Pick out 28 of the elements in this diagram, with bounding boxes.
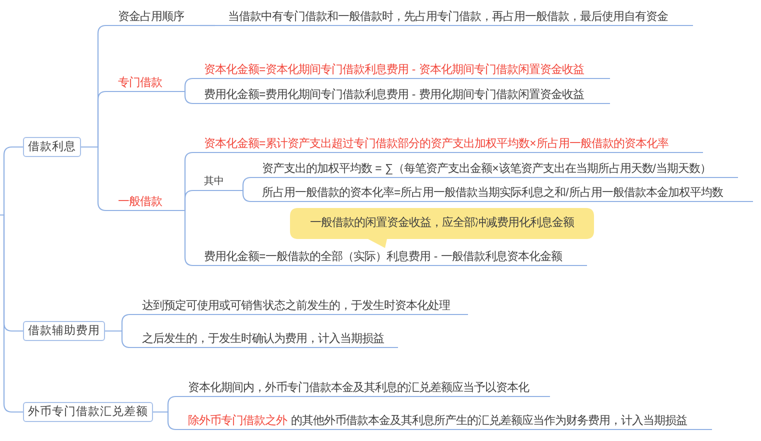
underlined-topic: 一般借款 [106,194,175,211]
highlighted-phrase: 除外币专门借款之外 [188,415,287,427]
underlined-topic: 费用化金额=费用化期间专门借款利息费用 - 费用化期间专门借款闲置资金收益 [195,87,610,104]
underlined-topic: 达到预定可使用或可销售状态之前发生的，于发生时资本化处理 [132,298,468,315]
topic-box: 借款辅助费用 [23,321,105,341]
branch-line [200,24,215,26]
branch-line [175,90,195,104]
underlined-topic: 专门借款 [106,75,175,92]
underlined-topic: 资本化期间内，外币专门借款本金及其利息的汇兑差额应当予以资本化 [178,380,550,397]
branch-line [81,146,107,212]
underlined-topic: 当借款中有专门借款和一般借款时，先占用专门借款，再占用一般借款，最后使用自有资金 [215,9,693,26]
underlined-topic: 费用化金额=一般借款的全部（实际）利息费用 - 一般借款利息资本化金额 [195,249,587,266]
topic-text: 的其他外币借款本金及其利息所产生的汇兑差额应当作为财务费用，计入当期损益 [291,415,687,427]
underlined-topic: 资本化金额=资本化期间专门借款利息费用 - 资本化期间专门借款闲置资金收益 [195,62,610,79]
branch-line [153,411,178,430]
branch-line [233,190,253,202]
underlined-topic: 其中 [195,174,233,191]
branch-line [105,330,132,348]
underlined-topic: 之后发生的，于发生时确认为费用，计入当期损益 [132,331,398,348]
callout-bubble: 一般借款的闲置资金收益，应全部冲减费用化利息金额 [290,208,594,248]
underlined-topic [178,413,712,430]
underlined-topic: 资产支出的加权平均数 = ∑（每笔资产支出金额×该笔资产支出在当期所占用天数/当期天数） [253,161,738,178]
topic-box: 外币专门借款汇兑差额 [23,402,153,422]
underlined-topic: 所占用一般借款的资本化率=所占用一般借款当期实际利息之和/所占用一般借款本金加权平均数 [253,185,753,202]
branch-line [0,214,23,413]
topic-box: 借款利息 [23,137,81,157]
underlined-topic: 资金占用顺序 [106,9,200,26]
underlined-topic: 资本化金额=累计资产支出超过专门借款部分的资产支出加权平均数×所占用一般借款的资本化率 [195,136,703,153]
